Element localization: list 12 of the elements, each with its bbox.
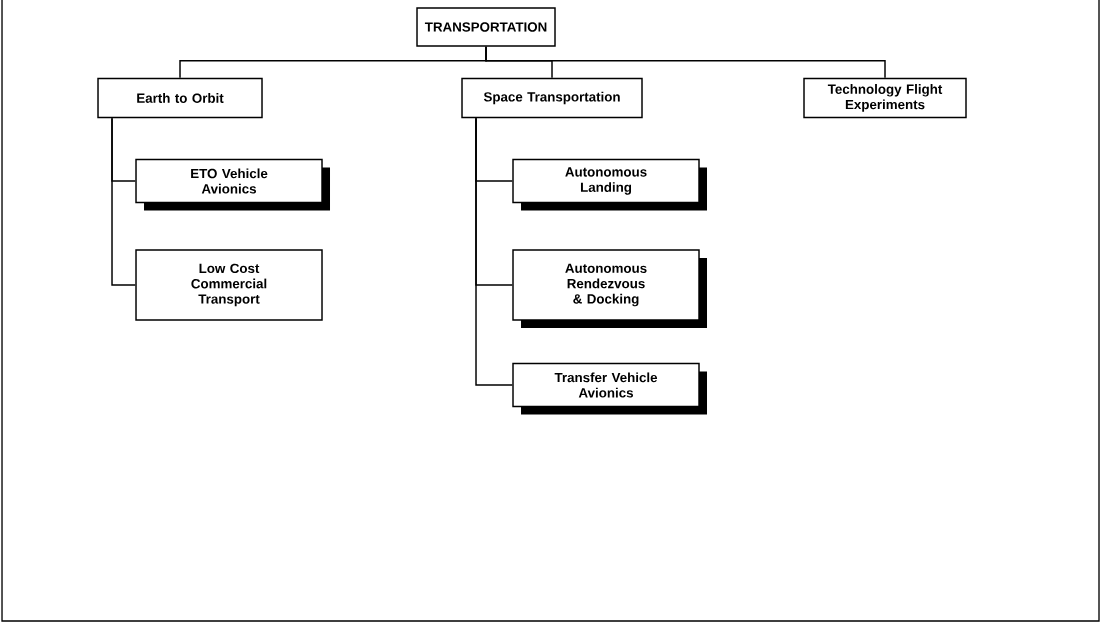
item-box: Autonomous Rendezvous & Docking [512, 249, 707, 328]
connector-line [111, 117, 136, 286]
item-box: Transfer Vehicle Avionics [512, 362, 707, 415]
category-box: Earth to Orbit [97, 77, 263, 119]
connector-line [475, 117, 513, 386]
item-box: ETO Vehicle Avionics [135, 158, 330, 211]
connector-line [485, 46, 886, 79]
category-box: Technology Flight Experiments [803, 77, 967, 119]
item-box: Low Cost Commercial Transport [135, 249, 323, 321]
item-box: Autonomous Landing [512, 158, 707, 211]
category-box: Space Transportation [461, 77, 643, 119]
root-box: TRANSPORTATION [416, 7, 556, 47]
